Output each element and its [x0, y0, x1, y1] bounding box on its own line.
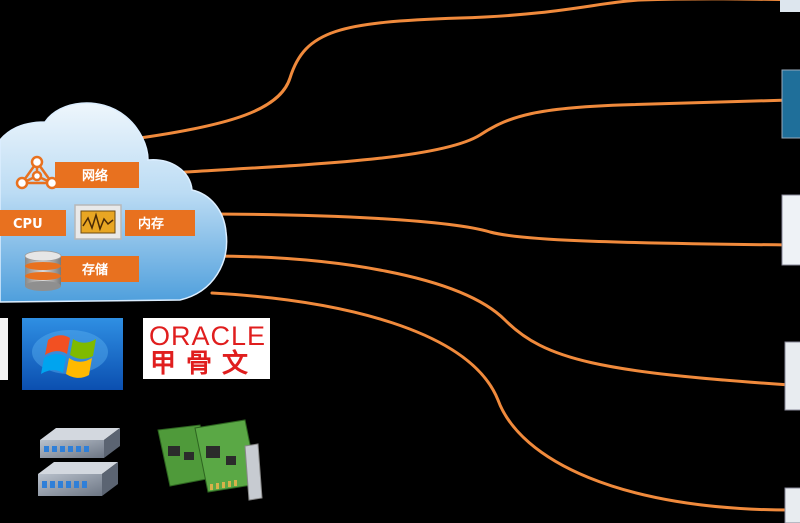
- network-label-box: [55, 162, 139, 188]
- screen-thumbnail: [781, 194, 800, 266]
- screen-thumbnail: [780, 0, 800, 12]
- screen-thumbnail: [781, 69, 800, 139]
- memory-label: 内存: [138, 216, 164, 232]
- storage-label-box: [55, 256, 139, 282]
- screen-thumbnail: [784, 487, 800, 523]
- oracle-chinese-name: 甲骨文: [150, 348, 258, 379]
- network-row: 网络: [15, 155, 139, 190]
- storage-label: 存储: [82, 262, 108, 278]
- server-rack-icon: [38, 428, 120, 496]
- cpu-label: CPU: [13, 217, 43, 232]
- network-label: 网络: [82, 168, 108, 184]
- connector-lines: [138, 0, 800, 512]
- connector-line: [208, 254, 792, 387]
- memory-label-box: [125, 210, 195, 236]
- chip-monitor-icon: [74, 204, 122, 240]
- network-card-icon: [157, 419, 263, 501]
- windows-logo-icon: [22, 318, 123, 390]
- database-icon: [24, 250, 62, 291]
- connector-line: [138, 0, 642, 140]
- connector-line: [198, 212, 792, 247]
- cloud-shape: [0, 102, 228, 303]
- oracle-logo: ORACLE 甲骨文: [143, 318, 270, 379]
- connector-line: [210, 291, 792, 512]
- partial-tile: [0, 318, 8, 380]
- network-nodes-icon: [15, 155, 59, 190]
- storage-row: 存储: [24, 250, 139, 291]
- oracle-wordmark: ORACLE: [149, 321, 266, 351]
- cpu-label-box: [0, 210, 66, 236]
- compute-row: CPU 内存: [0, 204, 195, 240]
- right-screens: [780, 0, 800, 523]
- screen-thumbnail: [784, 341, 800, 411]
- connector-line: [183, 98, 792, 174]
